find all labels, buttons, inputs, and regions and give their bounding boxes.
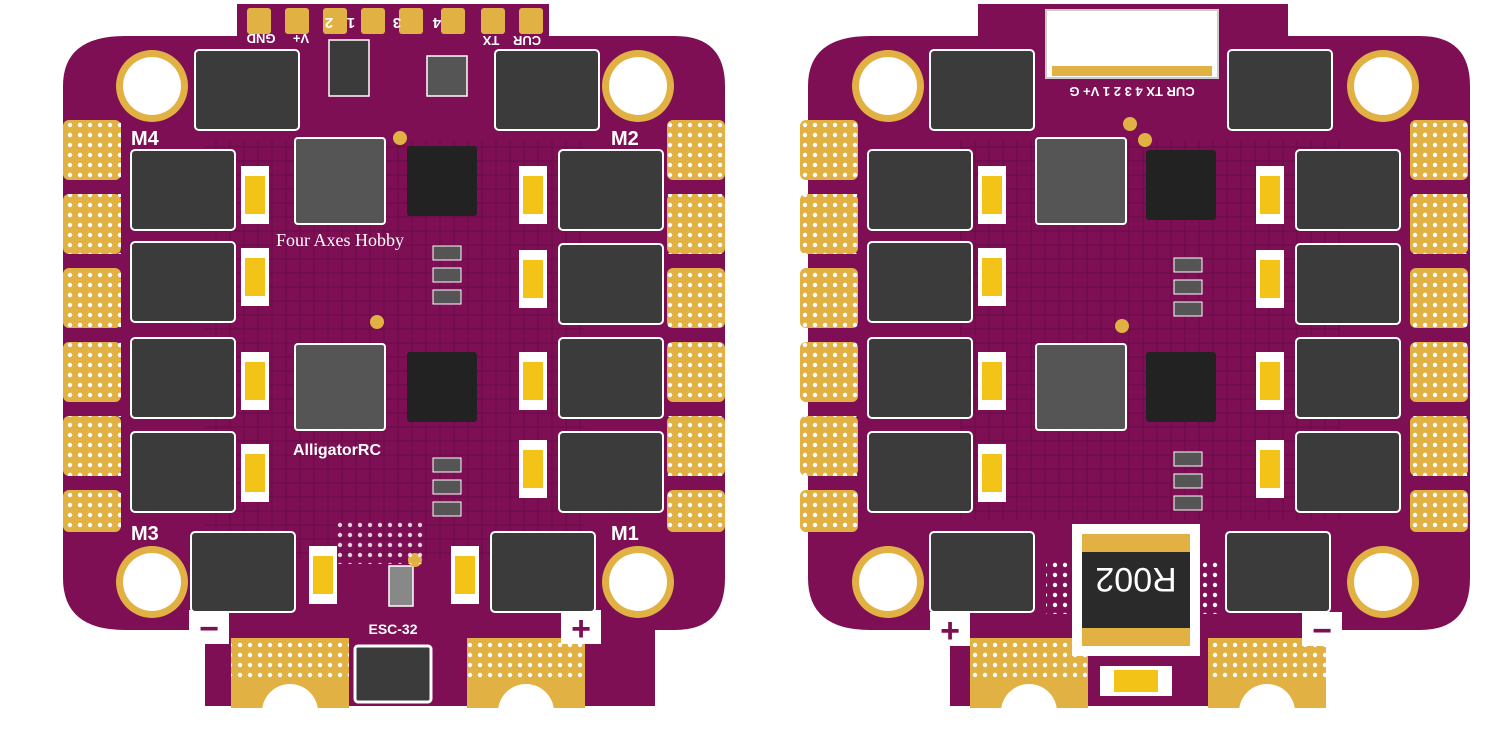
- mounting-holes: [852, 50, 1419, 618]
- motor-label-m3: M3: [131, 523, 159, 545]
- pad-label-cur: CUR: [512, 33, 541, 48]
- pad-label-vplus: V+: [292, 31, 309, 46]
- microcontrollers: [294, 39, 477, 704]
- motor-label-m4: M4: [131, 128, 160, 150]
- power-pads: − +: [189, 610, 601, 740]
- pad-label-gnd: GND: [247, 31, 276, 46]
- pad-label-2: 2: [325, 14, 333, 31]
- pad-label-4: 4: [432, 14, 441, 31]
- pad-label-1: 1: [347, 14, 355, 31]
- power-plus-label: +: [940, 612, 960, 650]
- power-minus-label: −: [1312, 612, 1332, 650]
- power-plus-label: +: [571, 610, 591, 648]
- top-pad-row: [247, 8, 543, 34]
- right-motor-pads: [1410, 120, 1468, 532]
- pad-label-3: 3: [393, 14, 401, 31]
- front-board: GND V+ 2 1 3 4 TX CUR −: [55, 0, 745, 743]
- product-label-esc32: ESC-32: [368, 621, 417, 637]
- brand-alligatorrc: AlligatorRC: [293, 442, 381, 459]
- shunt-label: R002: [1095, 560, 1176, 598]
- resistor-arrays: [337, 131, 462, 567]
- capacitors: [978, 166, 1284, 696]
- left-motor-pads: [800, 120, 858, 532]
- shunt-resistor: R002: [1072, 524, 1200, 656]
- capacitors: [241, 166, 547, 604]
- mosfets: [130, 49, 664, 613]
- right-motor-pads: [667, 120, 725, 532]
- mounting-holes: [116, 50, 674, 618]
- top-pad-labels: GND V+ 2 1 3 4 TX CUR: [247, 14, 542, 48]
- motor-label-m1: M1: [611, 523, 639, 545]
- resistor-arrays: [1046, 117, 1222, 614]
- jst-connector: [1045, 9, 1219, 79]
- front-board-drawing: GND V+ 2 1 3 4 TX CUR −: [63, 4, 725, 740]
- motor-label-m2: M2: [611, 128, 639, 150]
- power-pads: + −: [930, 612, 1342, 740]
- back-board-drawing: CUR TX 4 3 2 1 V+ G + −: [800, 4, 1470, 740]
- microcontrollers: [1035, 137, 1216, 431]
- left-motor-pads: [63, 120, 121, 532]
- brand-four-axes-hobby: Four Axes Hobby: [276, 230, 404, 250]
- mosfets: [867, 49, 1401, 613]
- connector-pin-labels: CUR TX 4 3 2 1 V+ G: [1069, 84, 1194, 99]
- back-board: CUR TX 4 3 2 1 V+ G + −: [800, 0, 1490, 743]
- pad-label-tx: TX: [482, 33, 499, 48]
- power-minus-label: −: [199, 610, 219, 648]
